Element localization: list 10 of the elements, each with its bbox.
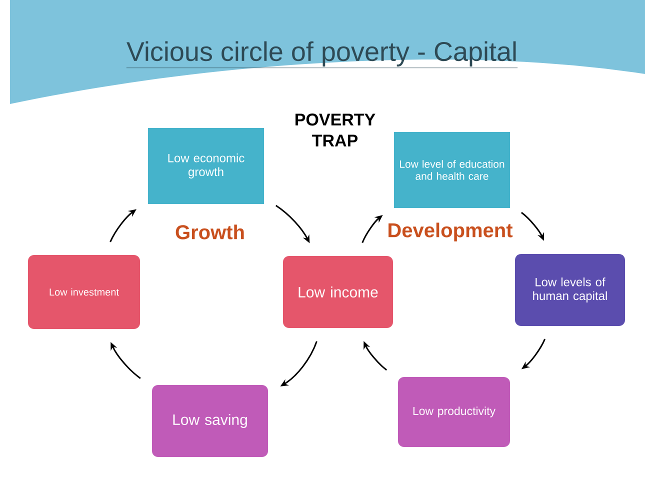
- process-box: Low investment: [28, 255, 140, 329]
- process-box: Low saving: [152, 384, 268, 457]
- process-box: Low productivity: [398, 377, 510, 447]
- process-box: Low level of education and health care: [394, 132, 510, 208]
- process-box: Low levels of human capital: [515, 254, 625, 326]
- process-box: Low economic growth: [148, 128, 264, 204]
- section-label: Development: [388, 222, 513, 242]
- process-box: Low income: [283, 256, 393, 328]
- heading-label: POVERTY TRAP: [296, 114, 376, 146]
- section-label: Growth: [176, 224, 244, 240]
